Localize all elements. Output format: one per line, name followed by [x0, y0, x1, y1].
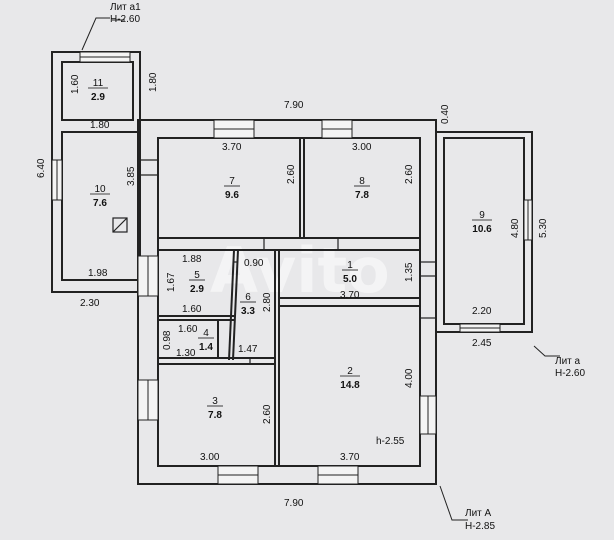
dim-r6-height: 2.80 [262, 292, 273, 312]
dim-230: 2.30 [80, 298, 100, 309]
dim-040: 0.40 [440, 104, 451, 124]
room-number: 5 [194, 270, 200, 281]
dim-r3-width: 3.00 [200, 452, 220, 463]
room-number: 10 [94, 184, 106, 195]
dim-r9-width: 2.20 [472, 306, 492, 317]
room-area: 9.6 [225, 190, 239, 201]
room-10-wall [61, 131, 141, 281]
dim-147: 1.47 [238, 344, 258, 355]
windows [51, 51, 533, 485]
room-area: 5.0 [343, 274, 357, 285]
dim-r4-height: 0.98 [162, 330, 173, 350]
dim-r8-width: 3.00 [352, 142, 372, 153]
dim-top-total: 7.90 [284, 100, 304, 111]
dim-r2-width-top: 3.70 [340, 290, 360, 301]
dim-r7-height: 2.60 [286, 164, 297, 184]
dim-r5-width2: 1.60 [182, 304, 202, 315]
main-house-inner-wall [157, 137, 421, 467]
dim-r4-width: 1.60 [178, 324, 198, 335]
dim-r3-height: 2.60 [262, 404, 273, 424]
watermark: Avito [210, 234, 390, 307]
room-area: 1.4 [199, 342, 213, 353]
room-area: 14.8 [340, 380, 360, 391]
lit-A-label: Лит А [465, 508, 492, 519]
room-area: 2.9 [91, 92, 105, 103]
dim-bottom-total: 7.90 [284, 498, 304, 509]
lit-a1-label: Лит а1 [110, 2, 141, 13]
room-number: 1 [347, 260, 353, 271]
door-marks [140, 159, 436, 364]
dim-r9-outer: 5.30 [538, 218, 549, 238]
room-number: 8 [359, 176, 365, 187]
room-number: 3 [212, 396, 218, 407]
dim-r4-width2: 1.30 [176, 348, 196, 359]
room-number: 11 [93, 78, 104, 89]
dimension-labels: 7.90 7.90 0.40 1.80 1.60 1.80 6.40 3.85 … [36, 72, 549, 509]
dim-090: 0.90 [244, 258, 264, 269]
room-labels: 1 5.0 2 14.8 3 7.8 4 1.4 5 2.9 6 3.3 7 9… [88, 78, 492, 421]
dim-180-right: 1.80 [148, 72, 159, 92]
room-area: 3.3 [241, 306, 255, 317]
lit-a-label: Лит а [555, 356, 581, 367]
dim-198: 1.98 [88, 268, 108, 279]
lit-a-height: H-2.60 [555, 368, 585, 379]
room-number: 6 [245, 292, 251, 303]
dim-640: 6.40 [36, 158, 47, 178]
dim-r5-width: 1.88 [182, 254, 202, 265]
room-area: 2.9 [190, 284, 204, 295]
stove-symbol [112, 217, 128, 233]
room-area: 10.6 [472, 224, 492, 235]
dim-160: 1.60 [70, 74, 81, 94]
dim-r5-height: 1.67 [166, 272, 177, 292]
room-number: 7 [229, 176, 235, 187]
dim-180-inner: 1.80 [90, 120, 110, 131]
dim-385: 3.85 [126, 166, 137, 186]
dim-r9-height: 4.80 [510, 218, 521, 238]
dim-r9-outer-width: 2.45 [472, 338, 492, 349]
dim-r8-height: 2.60 [404, 164, 415, 184]
annex-labels: Лит а1 H-2.60 Лит а H-2.60 Лит А H-2.85 … [110, 2, 585, 532]
room-number: 4 [203, 328, 209, 339]
lit-a1-height: H-2.60 [110, 14, 140, 25]
room-area: 7.8 [208, 410, 222, 421]
dim-r7-width: 3.70 [222, 142, 242, 153]
room-area: 7.8 [355, 190, 369, 201]
dim-r2-height: 4.00 [404, 368, 415, 388]
room-number: 9 [479, 210, 485, 221]
room-area: 7.6 [93, 198, 107, 209]
dim-r1-height: 1.35 [404, 262, 415, 282]
dim-r2-width: 3.70 [340, 452, 360, 463]
lit-A-height: H-2.85 [465, 521, 495, 532]
room-height-label: h-2.55 [376, 436, 405, 447]
room-number: 2 [347, 366, 353, 377]
leader-lines [81, 17, 560, 521]
